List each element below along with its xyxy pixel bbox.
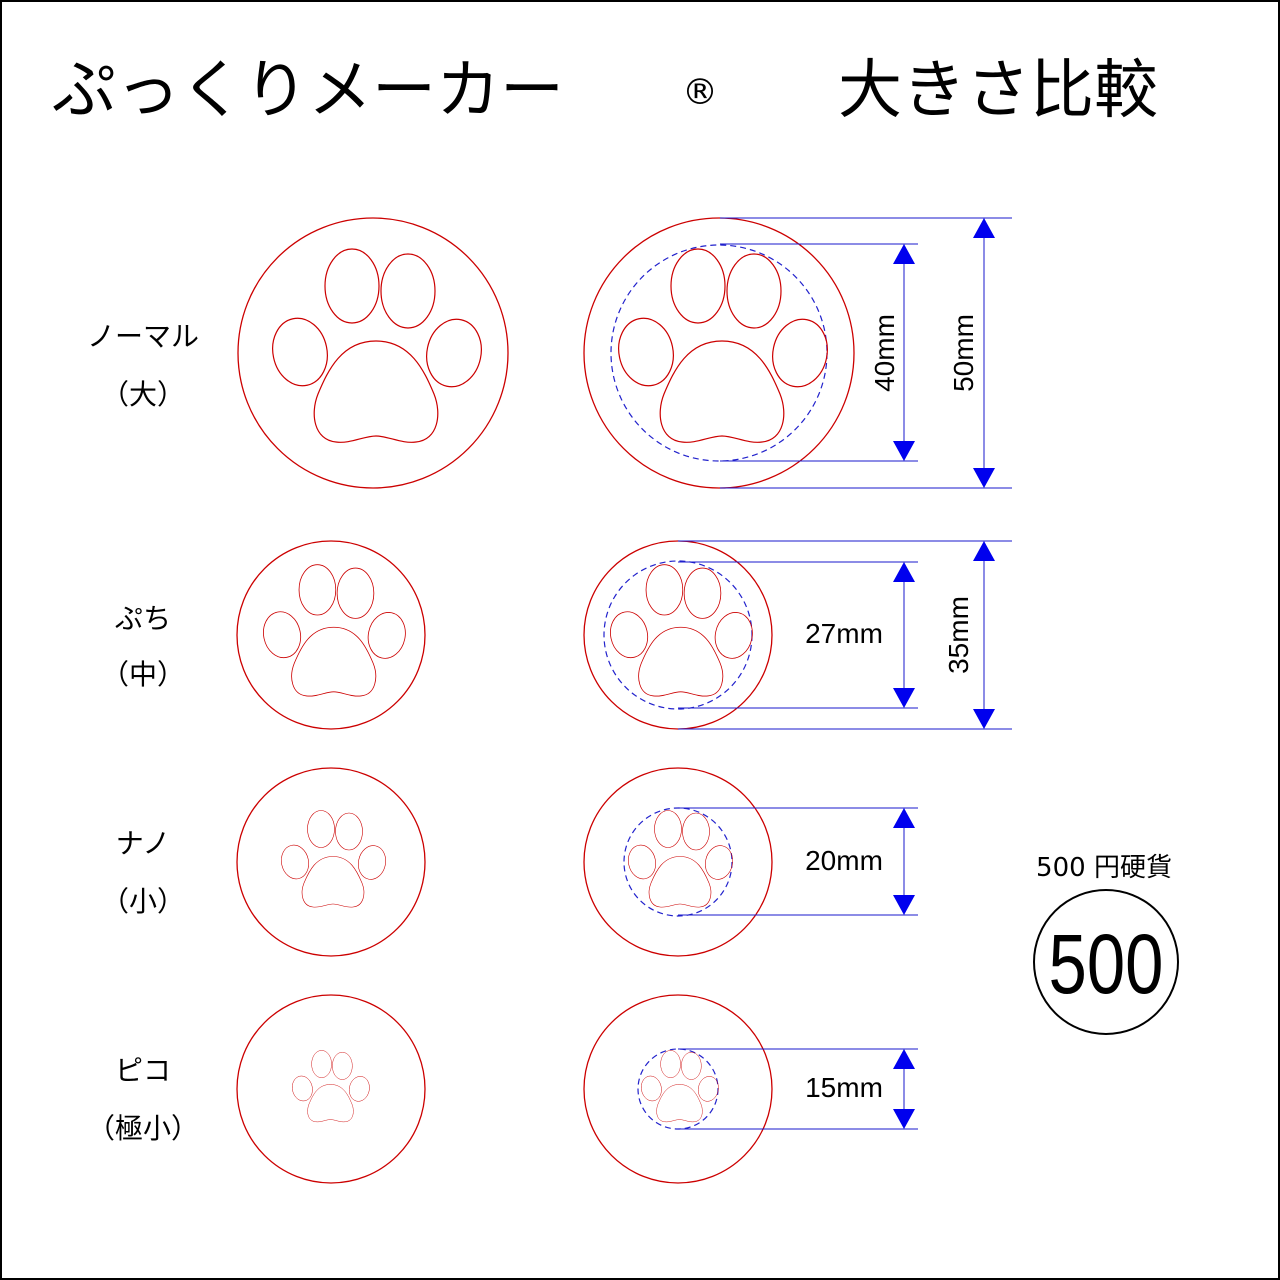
dimension-outer-normal: 50mm	[948, 314, 979, 392]
arrow-up-icon	[893, 562, 915, 582]
registered-mark: ®	[682, 72, 718, 113]
row-nano: ナノ （小） 20mm	[101, 767, 918, 957]
stamp-outline-pico	[236, 994, 426, 1184]
arrow-down-icon	[893, 688, 915, 708]
stamp-outline-normal	[237, 217, 509, 489]
row-size-normal: （大）	[101, 378, 185, 411]
row-size-puchi: （中）	[101, 658, 185, 691]
paw-print-icon	[638, 1050, 721, 1123]
dimension-inner-pico: 15mm	[805, 1072, 883, 1103]
coin-value: 500	[1049, 918, 1164, 1012]
row-pico: ピコ （極小） 15mm	[87, 994, 918, 1184]
paw-print-icon	[277, 810, 390, 908]
arrow-down-icon	[893, 1109, 915, 1129]
stamp-outline-nano	[236, 767, 426, 957]
row-size-pico: （極小）	[87, 1112, 199, 1145]
stamp-outline-pico-measured	[583, 994, 773, 1184]
paw-print-icon	[605, 564, 757, 697]
paw-print-icon	[265, 248, 489, 443]
dimension-inner-puchi: 27mm	[805, 618, 883, 649]
dimension-inner-normal: 40mm	[869, 314, 900, 392]
arrow-down-icon	[973, 468, 995, 488]
row-name-puchi: ぷち	[115, 602, 171, 635]
paw-print-icon	[611, 248, 835, 443]
comparison-title: 大きさ比較	[838, 54, 1158, 128]
arrow-up-icon	[973, 218, 995, 238]
arrow-down-icon	[893, 441, 915, 461]
print-area-puchi	[603, 560, 753, 710]
print-area-pico	[637, 1048, 719, 1130]
row-normal: ノーマル （大） 40mm 50mm	[87, 217, 1012, 489]
row-size-nano: （小）	[101, 885, 185, 918]
stamp-outline-nano-measured	[583, 767, 773, 957]
paw-print-icon	[258, 564, 410, 697]
arrow-up-icon	[893, 1049, 915, 1069]
arrow-up-icon	[893, 808, 915, 828]
arrow-down-icon	[973, 709, 995, 729]
dimension-inner-nano: 20mm	[805, 845, 883, 876]
coin-reference: 500 円硬貨 500	[1033, 853, 1179, 1035]
paw-print-icon	[624, 810, 737, 908]
row-puchi: ぷち （中） 27mm 35mm	[101, 540, 1012, 730]
arrow-up-icon	[893, 244, 915, 264]
product-title: ぷっくりメーカー	[52, 54, 564, 128]
stamp-outline-puchi	[236, 540, 426, 730]
arrow-up-icon	[973, 541, 995, 561]
dimension-outer-puchi: 35mm	[943, 596, 974, 674]
arrow-down-icon	[893, 895, 915, 915]
paw-print-icon	[289, 1050, 372, 1123]
row-name-nano: ナノ	[116, 827, 171, 860]
row-name-pico: ピコ	[115, 1054, 171, 1087]
stamp-outline-normal-measured	[583, 217, 855, 489]
stamp-outline-puchi-measured	[583, 540, 773, 730]
print-area-normal	[610, 244, 828, 462]
row-name-normal: ノーマル	[87, 320, 199, 353]
coin-outline	[1033, 889, 1179, 1035]
coin-label: 500 円硬貨	[1036, 853, 1172, 883]
print-area-nano	[623, 807, 733, 917]
